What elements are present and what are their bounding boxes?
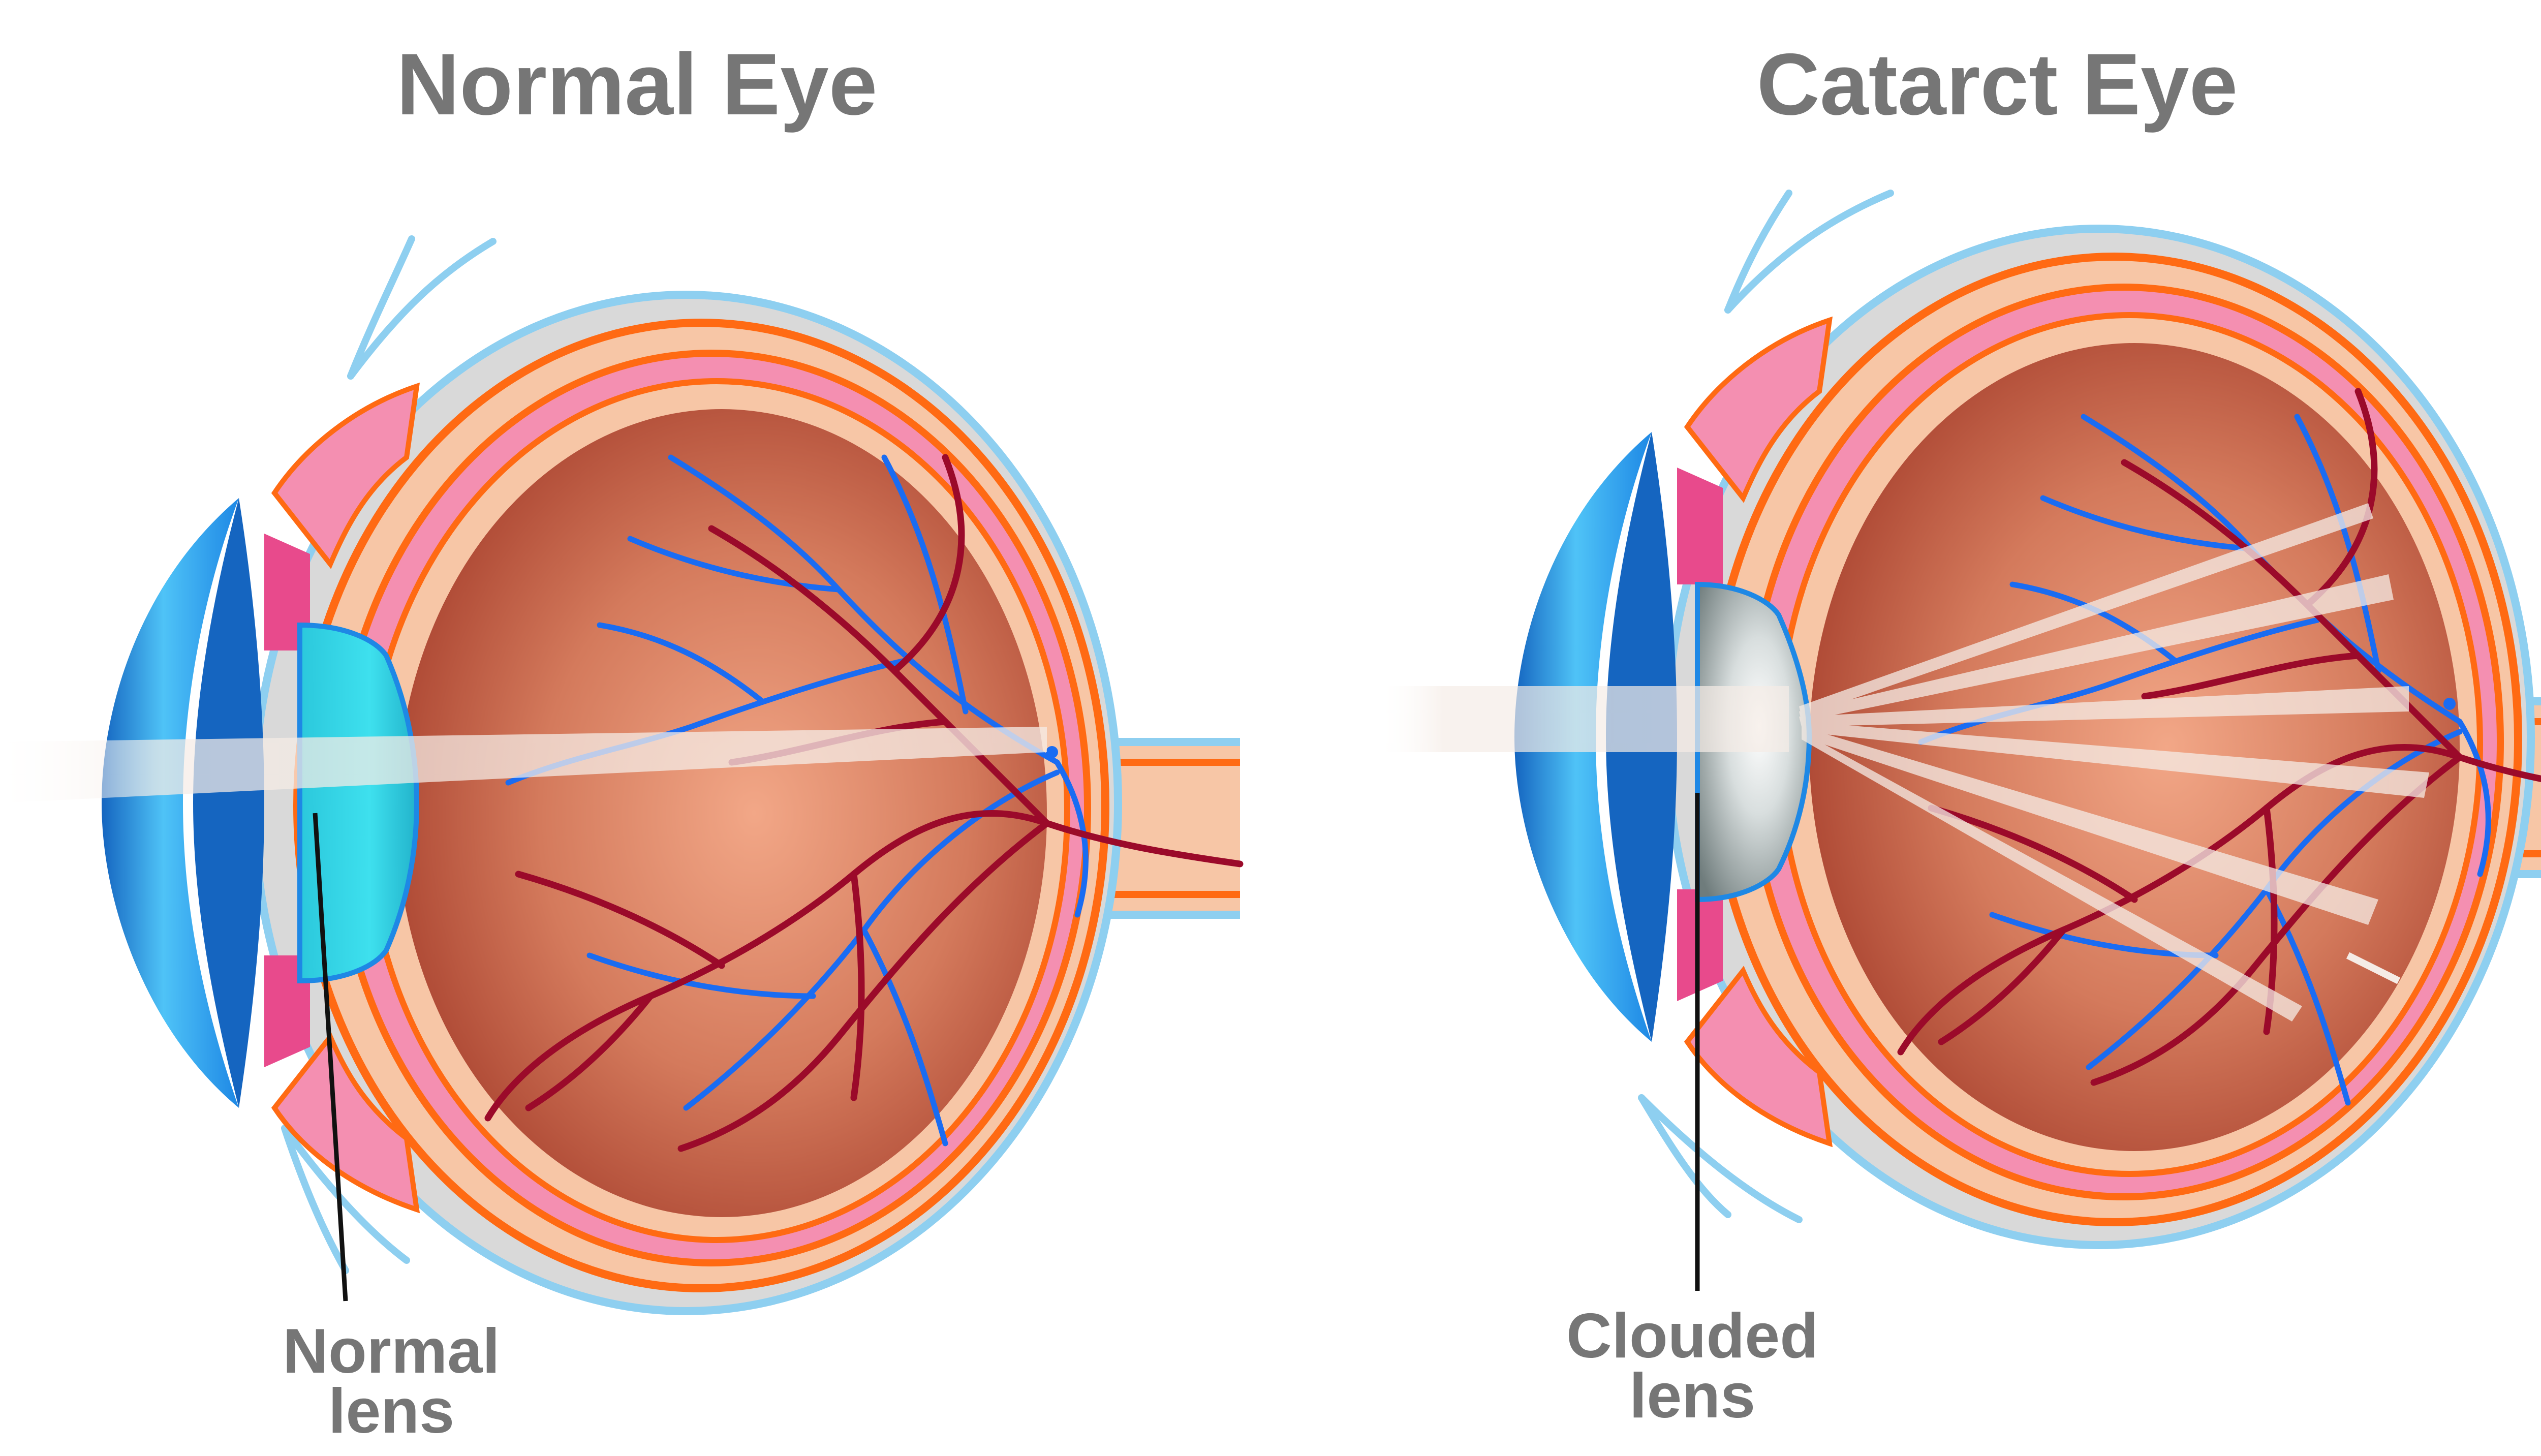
normal-lens-label-line1: Normal <box>283 1316 500 1386</box>
ciliary-body <box>271 382 420 1214</box>
ciliary-body <box>1684 316 1833 1148</box>
cornea <box>102 498 264 1108</box>
normal-lens-pointer-line <box>313 813 348 1302</box>
cataract-eye-title: Catarct Eye <box>1756 36 2238 133</box>
clouded-lens-label-line2: lens <box>1629 1361 1756 1431</box>
normal-lens-label: Normal lens <box>264 1316 518 1446</box>
normal-eye-title: Normal Eye <box>396 36 878 133</box>
clouded-lens-label: Clouded lens <box>1540 1301 1845 1431</box>
eyelid-lines <box>1638 190 1894 1223</box>
normal-lens-label-line2: lens <box>328 1376 455 1446</box>
retina-highlight <box>2346 952 2401 984</box>
eyelid-lines <box>281 235 497 1274</box>
incoming-light-beam <box>1382 686 1789 752</box>
clouded-lens-label-line1: Clouded <box>1566 1301 1818 1371</box>
vitreous-body <box>396 409 1047 1217</box>
normal-lens <box>297 622 420 984</box>
optic-disc-dot <box>2443 698 2456 710</box>
iris <box>1677 468 1723 1001</box>
light-beam <box>0 727 1047 803</box>
cataract-eye-illustration <box>1382 190 2541 1291</box>
normal-eye-illustration <box>0 235 1244 1315</box>
scattered-light-beams <box>1799 503 2429 1021</box>
